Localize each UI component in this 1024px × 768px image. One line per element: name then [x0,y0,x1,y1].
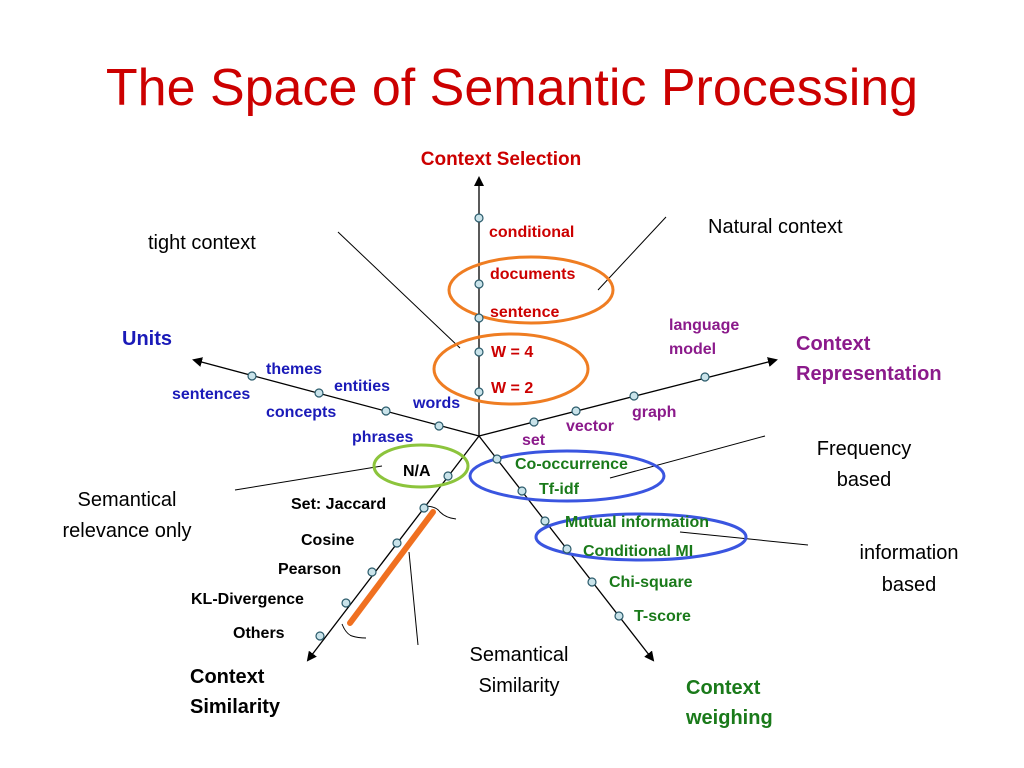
tick-t-score: T-score [634,608,691,625]
slide-title: The Space of Semantic Processing [105,59,919,117]
tick-w4: W = 4 [491,344,533,361]
tick-tf-idf: Tf-idf [539,481,580,498]
callout-information-2: based [882,574,937,596]
axis-label-context-similarity-2: Similarity [190,696,281,718]
tick-w2: W = 2 [491,380,533,397]
callout-natural-context: Natural context [708,216,843,238]
dot-themes [247,371,257,381]
tick-graph: graph [632,404,676,421]
tick-entities: entities [334,378,390,395]
dot-words [381,406,391,416]
highlight-frequency [468,449,666,503]
axis-label-context-representation-1: Context [796,333,871,355]
dot-language-model [700,372,710,382]
callout-relevance-1: Semantical [78,489,177,511]
axis-units [192,357,480,437]
dot-phrases [434,421,444,431]
tick-language: language [669,317,739,334]
dot-pearson [367,567,377,577]
tick-na: N/A [403,463,431,480]
dot-entities [314,388,324,398]
callout-similarity-2: Similarity [478,675,559,697]
tick-dots [247,213,710,641]
tick-others: Others [233,625,285,642]
axis-label-context-selection: Context Selection [421,149,581,170]
tick-model: model [669,341,716,358]
highlight-window [432,332,590,406]
dot-t-score [614,611,624,621]
highlight-information [534,512,748,562]
dot-co-occurrence [492,454,502,464]
axis-label-context-weighing-1: Context [686,677,761,699]
tick-chi-square: Chi-square [609,574,693,591]
callout-line-frequency [609,435,766,479]
callout-tight-context: tight context [148,232,256,254]
tick-sentence: sentence [490,304,559,321]
tick-jaccard: Set: Jaccard [291,496,386,513]
callout-frequency-1: Frequency [817,438,912,460]
tick-concepts: concepts [266,404,336,421]
tick-mutual-information: Mutual information [565,514,709,531]
dot-w2 [474,387,484,397]
dot-sentence [474,313,484,323]
axis-context-representation [478,357,778,437]
tick-conditional: conditional [489,224,574,241]
dot-documents [474,279,484,289]
callout-information-1: information [860,542,959,564]
axis-label-units: Units [122,328,172,350]
tick-themes: themes [266,361,322,378]
tick-conditional-mi: Conditional MI [583,543,693,560]
dot-chi-square [587,577,597,587]
tick-phrases: phrases [352,429,413,446]
axis-label-context-similarity-1: Context [190,666,265,688]
dot-vector [571,406,581,416]
callout-line-similarity [408,551,419,646]
highlight-documents-sentence [447,255,615,325]
brace-bottom [341,623,367,639]
tick-pearson: Pearson [278,561,341,578]
dot-graph [629,391,639,401]
callout-relevance-2: relevance only [63,520,192,542]
dot-w4 [474,347,484,357]
dot-mutual-information [540,516,550,526]
axis-label-context-representation-2: Representation [796,363,942,385]
callout-line-relevance [234,465,383,491]
callout-frequency-2: based [837,469,892,491]
brace-top [423,505,457,520]
tick-set: set [522,432,546,449]
tick-co-occurrence: Co-occurrence [515,456,628,473]
dot-tf-idf [517,486,527,496]
tick-words: words [412,395,460,412]
tick-documents: documents [490,266,575,283]
dot-others [315,631,325,641]
dot-na [443,471,453,481]
dot-set [529,417,539,427]
callout-line-information [679,531,809,546]
similarity-bar [347,509,436,626]
tick-cosine: Cosine [301,532,354,549]
dot-kl [341,598,351,608]
callout-line-tight-context [337,231,461,349]
axis-label-context-weighing-2: weighing [685,707,773,729]
tick-sentences: sentences [172,386,250,403]
tick-vector: vector [566,418,614,435]
dot-conditional-mi [562,544,572,554]
dot-jaccard [419,503,429,513]
dot-cosine [392,538,402,548]
dot-conditional [474,213,484,223]
highlight-na [372,443,470,489]
tick-kl-divergence: KL-Divergence [191,591,304,608]
callout-similarity-1: Semantical [470,644,569,666]
